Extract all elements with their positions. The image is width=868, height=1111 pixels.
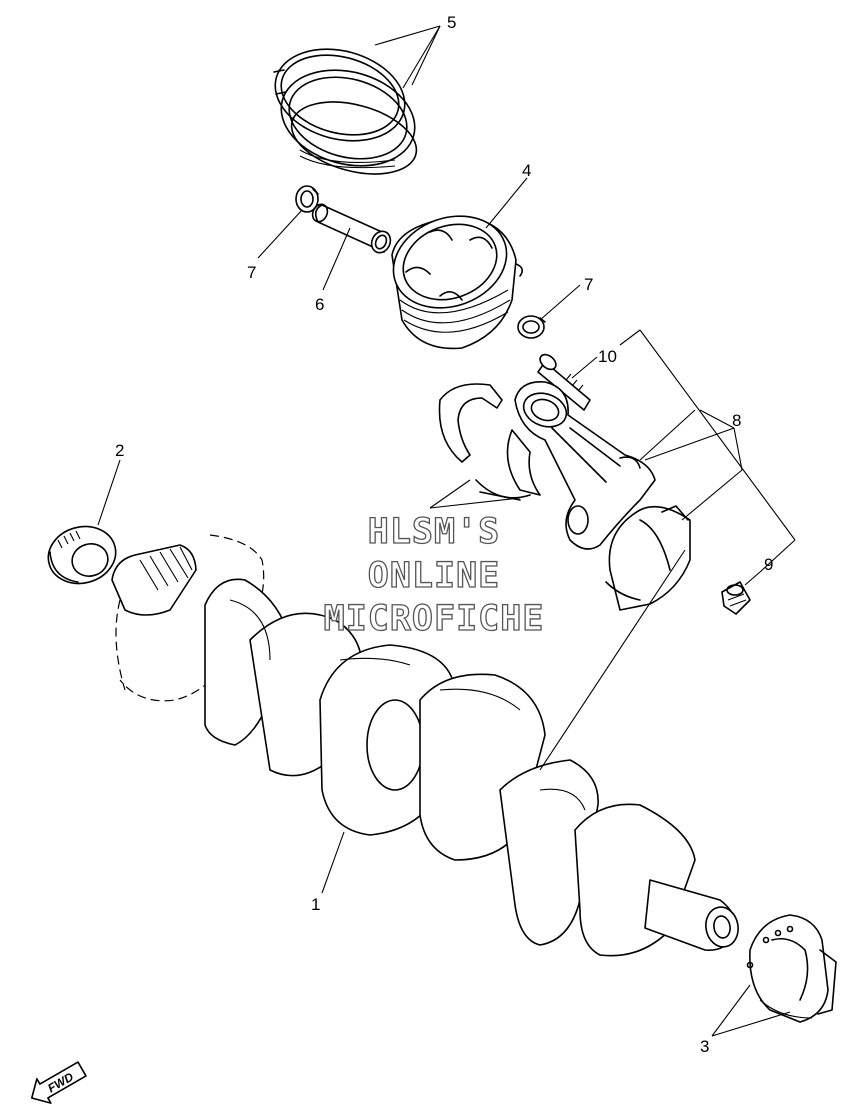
crankshaft-bearing-right — [746, 914, 837, 1023]
connecting-rod-bolt — [537, 353, 591, 411]
callout-2: 2 — [115, 441, 124, 460]
watermark-line-1: HLSM'S — [368, 512, 500, 552]
callout-7-left: 7 — [247, 263, 256, 282]
callout-7-right: 7 — [584, 275, 593, 294]
crankshaft — [111, 534, 739, 957]
callout-4: 4 — [522, 161, 531, 180]
watermark-line-3: MICROFICHE — [324, 599, 545, 639]
callout-10: 10 — [598, 347, 617, 366]
callout-3: 3 — [700, 1037, 709, 1056]
piston — [391, 215, 524, 350]
connecting-rod-nut — [721, 581, 751, 615]
connecting-rod — [514, 381, 656, 550]
crankshaft-bearing-left — [47, 525, 117, 585]
piston-ring-set — [273, 48, 418, 175]
connecting-rod-cap — [605, 505, 691, 611]
arrow-icon — [30, 1061, 87, 1104]
connecting-rod-bearing — [438, 383, 541, 501]
fwd-direction-badge: FWD — [30, 1061, 87, 1104]
callout-9: 9 — [764, 555, 773, 574]
leader-lines — [97, 25, 796, 1037]
callout-8: 8 — [732, 411, 741, 430]
callout-6: 6 — [315, 295, 324, 314]
callout-labels: 5 4 7 6 7 10 8 9 2 1 3 — [115, 13, 773, 1056]
watermark-line-2: ONLINE — [368, 556, 500, 596]
callout-1: 1 — [311, 895, 320, 914]
callout-5: 5 — [447, 13, 456, 32]
watermark: HLSM'S ONLINE MICROFICHE — [323, 511, 545, 639]
piston-pin — [311, 203, 392, 254]
circlip-left — [295, 185, 319, 213]
